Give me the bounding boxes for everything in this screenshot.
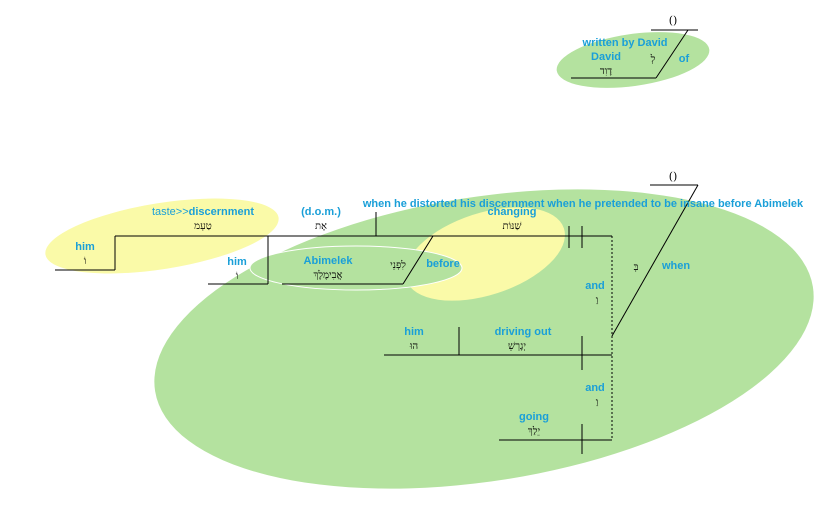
gloss-him-left: him (75, 241, 95, 253)
hebrew-before: לִפְנֵי (390, 259, 406, 271)
main-clause-lines (55, 184, 699, 454)
gloss-abimelek: Abimelek (304, 255, 354, 267)
gloss-of: of (679, 53, 690, 65)
before-phrase-highlight (249, 245, 463, 291)
hebrew-and-1: וַ (596, 295, 599, 306)
hebrew-lamed: לְ (650, 53, 656, 65)
gloss-going: going (519, 411, 549, 423)
hebrew-when: בְּ (634, 262, 639, 273)
hebrew-driving-out: יְגָרְשֵׁ (508, 341, 526, 352)
hebrew-abimelek: אֲבִימֶלֶךְ (314, 269, 343, 281)
gloss-driving-out: driving out (495, 326, 552, 338)
gloss-taste-prefix: taste>> (152, 206, 189, 218)
hebrew-him-lower: הוּ (409, 341, 419, 352)
hebrew-and-2: וַ (596, 397, 599, 408)
gloss-him-lower: him (404, 326, 424, 338)
title-clause-highlight (556, 32, 710, 88)
gloss-taste-discernment: taste>>discernment (152, 206, 254, 218)
gloss-dom: (d.o.m.) (301, 206, 341, 218)
hebrew-david: דָוִד (600, 66, 612, 77)
title-clause-lines (571, 29, 698, 79)
hebrew-going: יֵלַךְ (528, 425, 541, 437)
gloss-when: when (661, 260, 690, 272)
banner-translation: when he distorted his discernment when h… (362, 198, 804, 210)
gloss-him-mid: him (227, 256, 247, 268)
hebrew-him-left: וֹ (84, 256, 87, 267)
gloss-discernment: discernment (189, 206, 255, 218)
hebrew-taste: טַעְמ (194, 221, 212, 232)
gloss-david: David (591, 51, 621, 63)
gloss-and-1: and (585, 280, 605, 292)
hebrew-dom: אֶת (315, 221, 327, 232)
gloss-changing: changing (488, 206, 537, 218)
title-subject-placeholder: () (669, 14, 678, 27)
main-subject-placeholder: () (669, 170, 678, 183)
gloss-before: before (426, 258, 460, 270)
gloss-written-by-david: written by David (582, 37, 668, 49)
gloss-and-2: and (585, 382, 605, 394)
hebrew-him-mid: וֹ (236, 271, 239, 282)
hebrew-changing: שַׁנּוֹת (503, 221, 522, 232)
